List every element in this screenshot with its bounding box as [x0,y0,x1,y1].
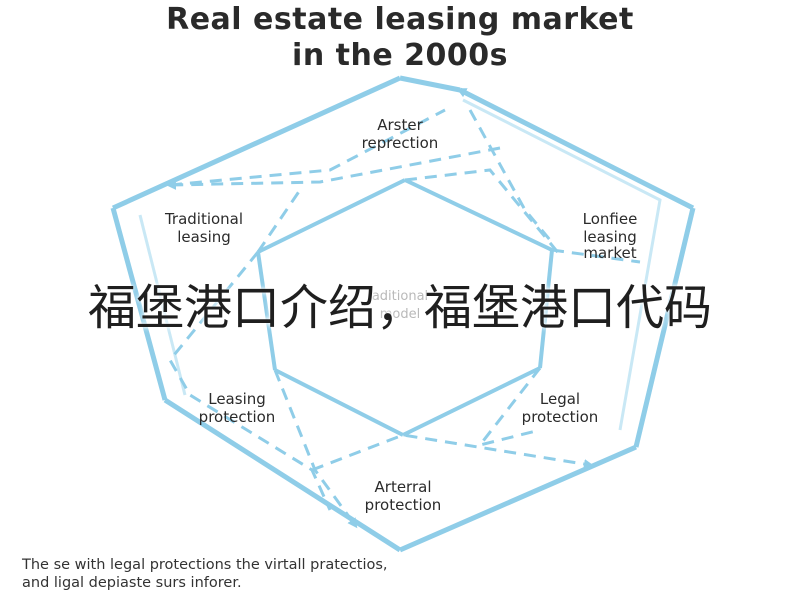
dashed-right-to-bottom [476,367,542,448]
dashed-left-to-top [169,108,446,187]
node-bottom-left-line-2: protection [199,408,276,426]
node-top-left-line-2: leasing [177,228,231,246]
outer-edge-top-right [456,87,695,211]
node-top-left-line-1: Traditional [164,210,243,228]
dashed-top-to-right [468,109,552,241]
node-top-left: Traditional leasing [164,210,243,246]
dashed-right-out [551,248,641,264]
title-line-2: in the 2000s [292,38,508,73]
node-top-right-line-2: leasing [583,228,637,246]
caption-line-1: The se with legal protections the virtal… [22,557,388,573]
dashed-bottom-to-right [311,433,594,472]
node-bottom-left-line-1: Leasing [208,390,266,408]
node-center-line-1: aditional [372,289,428,304]
inner-edge-bottom-left [274,368,404,437]
light-ring-left [138,214,187,396]
dashed-inner-to-right [404,168,562,256]
node-top-right: Lonfiee leasing market [583,210,638,262]
node-bottom-line-1: Arterral [375,478,432,496]
dashed-left-up [256,189,302,253]
node-top-right-line-3: market [583,244,636,262]
inner-hexagon [256,178,554,437]
node-top-right-line-1: Lonfiee [583,210,638,228]
caption: The se with legal protections the virtal… [22,556,722,592]
inner-edge-top-right [404,178,553,252]
inner-edge-top-left [257,178,406,254]
node-center-line-2: model [380,307,420,322]
diagram-title: Real estate leasing market in the 2000s [0,0,800,74]
node-top: Arster reprection [362,116,439,152]
caption-line-2: and ligal depiaste surs inforer. [22,575,242,591]
node-bottom-left: Leasing protection [199,390,276,426]
inner-edge-right [538,249,554,369]
title-line-1: Real estate leasing market [166,2,634,37]
dashed-top-to-left [166,146,501,190]
node-bottom-right: Legal protection [522,390,599,426]
outer-edge-top-left [111,75,402,211]
outer-edge-bottom-left [163,397,402,553]
node-top-line-2: reprection [362,134,439,152]
node-bottom-right-line-1: Legal [540,390,580,408]
outer-hexagon [110,75,696,553]
inner-edge-bottom-right [402,366,541,437]
node-bottom-line-2: protection [365,496,442,514]
light-ring-right [462,98,662,431]
dashed-inner-to-bottom [273,369,358,529]
overlay-banner-text: 福堡港口介绍，福堡港口代码 [87,280,712,336]
outer-edge-left [110,207,168,401]
node-top-line-1: Arster [377,116,423,134]
node-bottom-right-line-2: protection [522,408,599,426]
outer-edge-right [633,207,696,448]
node-center: aditional model [372,289,428,322]
node-bottom: Arterral protection [365,478,442,514]
outer-edge-bottom-right [398,444,638,553]
outer-edge-top-a [399,75,461,93]
outer-ring-light [138,98,662,431]
dashed-connectors [166,108,641,529]
inner-edge-left [256,251,277,371]
